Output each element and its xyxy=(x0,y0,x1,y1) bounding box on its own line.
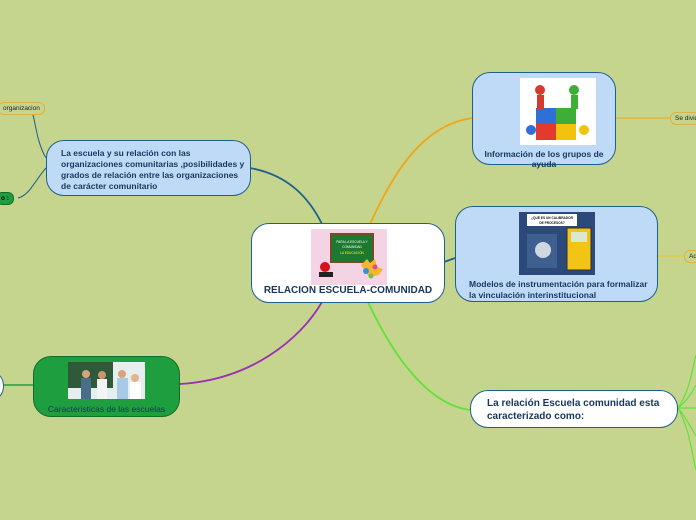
link-fan-5 xyxy=(677,407,696,471)
link-left-top-organizacion xyxy=(29,107,47,159)
node-help-groups-label: Información de los grupos de ayuda xyxy=(484,149,604,169)
node-school-characteristics-label: Caracteristicas de las escuelas xyxy=(47,404,166,414)
link-center-right-mid xyxy=(443,257,456,263)
central-topic-title: RELACION ESCUELA-COMUNIDAD xyxy=(263,285,433,296)
node-help-groups[interactable]: Información de los grupos de ayuda xyxy=(472,72,616,169)
chalkboard-text-3: LA EDUCACIÓN xyxy=(340,250,364,255)
calibrator-title-2: DE PROCESOS? xyxy=(539,221,564,225)
tag-aq[interactable]: Aq xyxy=(684,250,696,263)
tag-organizacion[interactable]: organizacion xyxy=(0,102,45,115)
tag-left-cut[interactable]: o : xyxy=(0,192,14,205)
link-fan-1 xyxy=(677,354,696,409)
node-relationship-characterized[interactable]: La relación Escuela comunidad esta carac… xyxy=(470,390,678,428)
node-school-characteristics[interactable]: Caracteristicas de las escuelas xyxy=(33,356,180,417)
link-fan-4 xyxy=(677,407,696,437)
node-relationship-characterized-label: La relación Escuela comunidad esta carac… xyxy=(487,398,660,422)
puzzle-people-image xyxy=(520,78,596,145)
node-instrumentation-models-label: Modelos de instrumentación para formaliz… xyxy=(469,279,648,300)
central-topic[interactable]: PARA LA ESCUELA Y COMUNIDAD LA EDUCACIÓN… xyxy=(251,223,445,303)
chalkboard-text-1: PARA LA ESCUELA Y xyxy=(336,240,368,244)
link-left-top-cut xyxy=(17,167,47,199)
chalkboard-image: PARA LA ESCUELA Y COMUNIDAD LA EDUCACIÓN xyxy=(311,229,387,285)
node-instrumentation-models[interactable]: ¿QUÉ ES UN CALIBRADOR DE PROCESOS? Model… xyxy=(455,206,658,302)
tag-se-divide[interactable]: Se divid xyxy=(670,112,696,125)
calibrator-title-1: ¿QUÉ ES UN CALIBRADOR xyxy=(531,215,573,220)
link-center-right-bottom xyxy=(367,301,471,411)
classroom-image xyxy=(68,362,145,399)
link-center-left-top xyxy=(249,167,323,225)
link-center-left-bottom xyxy=(179,301,323,385)
calibrator-image: ¿QUÉ ES UN CALIBRADOR DE PROCESOS? xyxy=(519,212,595,275)
node-school-organizations[interactable]: La escuela y su relación con las organiz… xyxy=(46,140,251,196)
node-school-organizations-label: La escuela y su relación con las organiz… xyxy=(61,148,245,191)
chalkboard-text-2: COMUNIDAD xyxy=(342,245,362,249)
link-fan-2 xyxy=(677,384,696,409)
link-center-right-top xyxy=(369,117,473,225)
